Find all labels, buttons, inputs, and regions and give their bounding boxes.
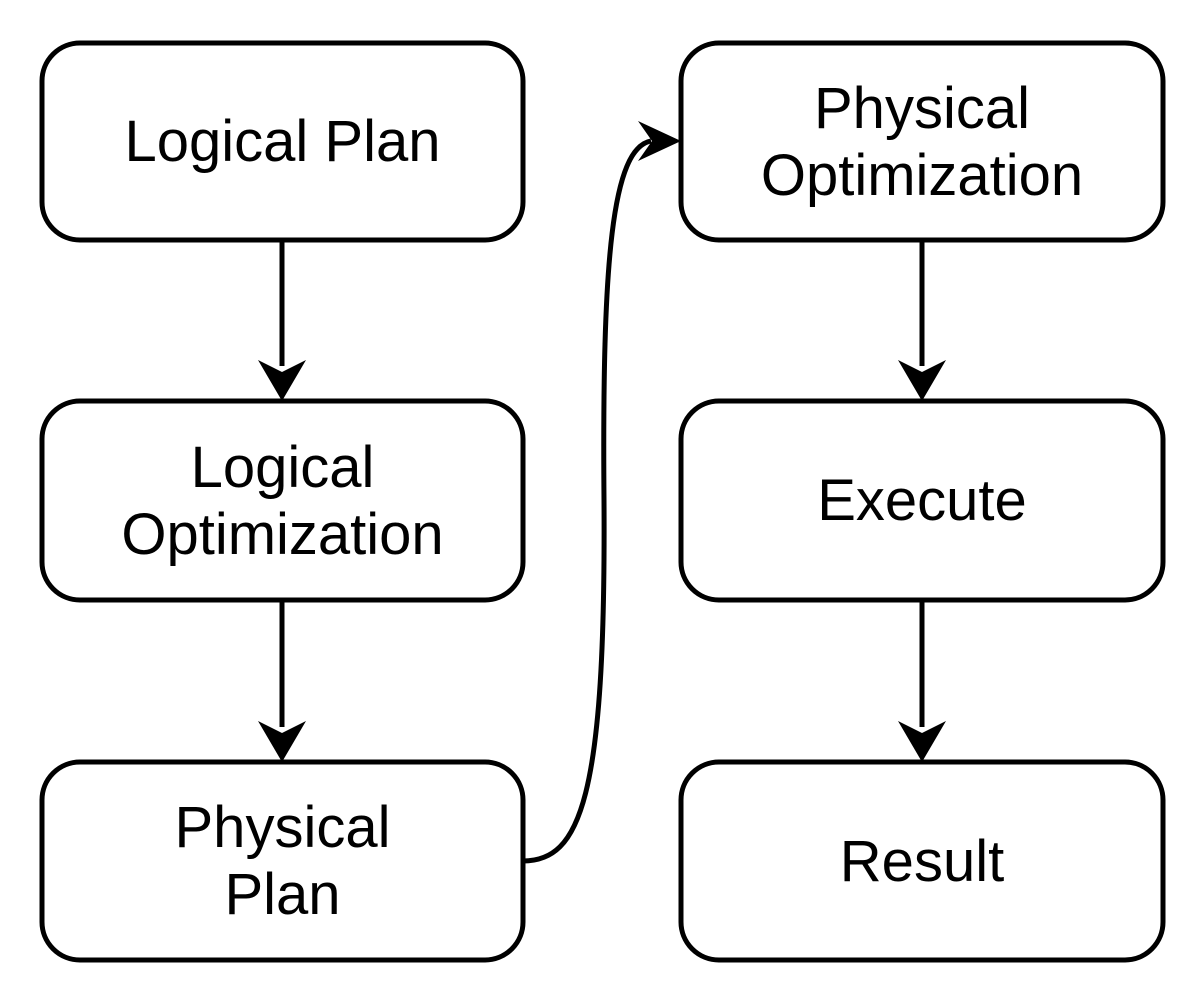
- edge-physical-plan-to-physical-optimization: [522, 121, 681, 864]
- edge-execute-to-result: [898, 600, 946, 762]
- arrowhead-icon: [258, 360, 306, 401]
- edge-physical-optimization-to-execute: [898, 240, 946, 401]
- node-execute-box[interactable]: [678, 398, 1166, 603]
- node-logical-plan-box[interactable]: [39, 40, 526, 243]
- node-result-box[interactable]: [678, 759, 1166, 963]
- node-physical-plan-box[interactable]: [39, 759, 526, 963]
- edge-curve-line: [522, 138, 652, 864]
- node-logical-optimization-box[interactable]: [39, 398, 526, 603]
- arrowhead-icon: [258, 721, 306, 762]
- edge-logical-optimization-to-physical-plan: [258, 600, 306, 762]
- arrowhead-icon: [898, 360, 946, 401]
- edge-logical-plan-to-logical-optimization: [258, 240, 306, 401]
- arrowhead-icon: [638, 121, 681, 161]
- arrowhead-icon: [898, 721, 946, 762]
- node-physical-optimization-box[interactable]: [678, 40, 1166, 243]
